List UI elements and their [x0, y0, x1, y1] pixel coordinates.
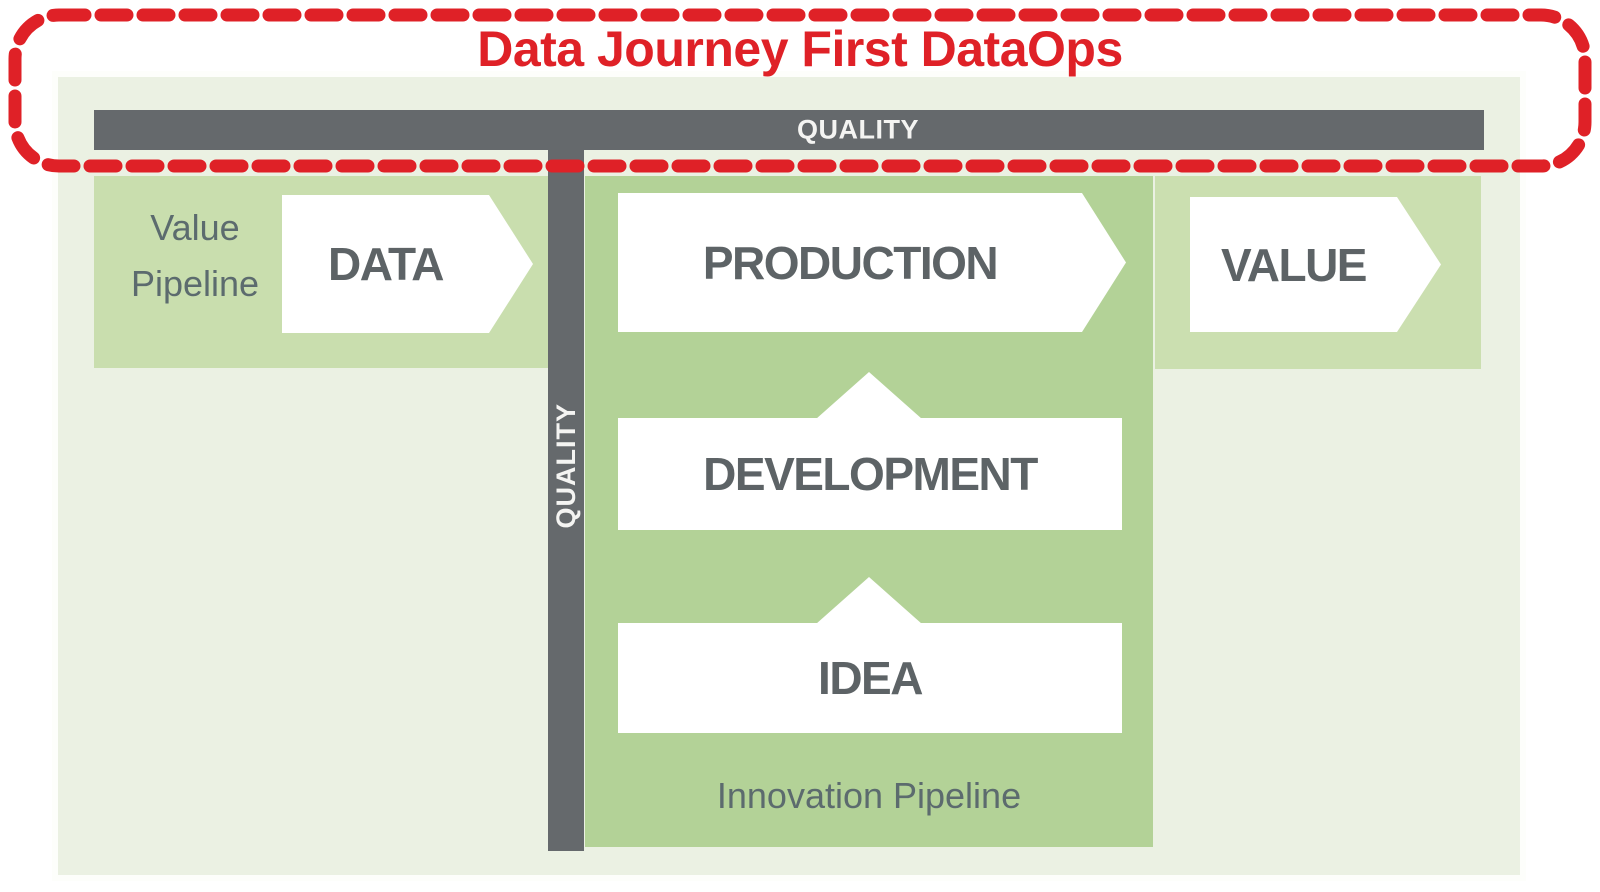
stage-idea-box: IDEA	[618, 623, 1122, 733]
stage-idea-label: IDEA	[818, 652, 923, 704]
stage-production-label: PRODUCTION	[702, 236, 998, 289]
stage-data-arrow: DATA	[282, 195, 533, 333]
quality-bar-vertical-label: QUALITY	[550, 402, 581, 529]
annotation-title: Data Journey First DataOps	[477, 21, 1123, 77]
quality-bar-horizontal-label: QUALITY	[797, 114, 919, 145]
innovation-pipeline-label: Innovation Pipeline	[716, 775, 1022, 816]
quality-bar-horizontal: QUALITY	[94, 110, 1484, 150]
stage-development-box: DEVELOPMENT	[618, 418, 1122, 530]
stage-data-label: DATA	[328, 238, 443, 290]
value-pipeline-label: Value Pipeline	[100, 176, 290, 336]
value-pipeline-label-line1: Value	[150, 207, 240, 249]
stage-value-arrow: VALUE	[1190, 197, 1441, 332]
value-pipeline-label-line2: Pipeline	[130, 263, 260, 304]
quality-bar-vertical: QUALITY	[548, 110, 584, 851]
stage-production-arrow: PRODUCTION	[618, 193, 1126, 332]
stage-value-label: VALUE	[1221, 238, 1366, 291]
stage-development-label: DEVELOPMENT	[703, 448, 1038, 500]
